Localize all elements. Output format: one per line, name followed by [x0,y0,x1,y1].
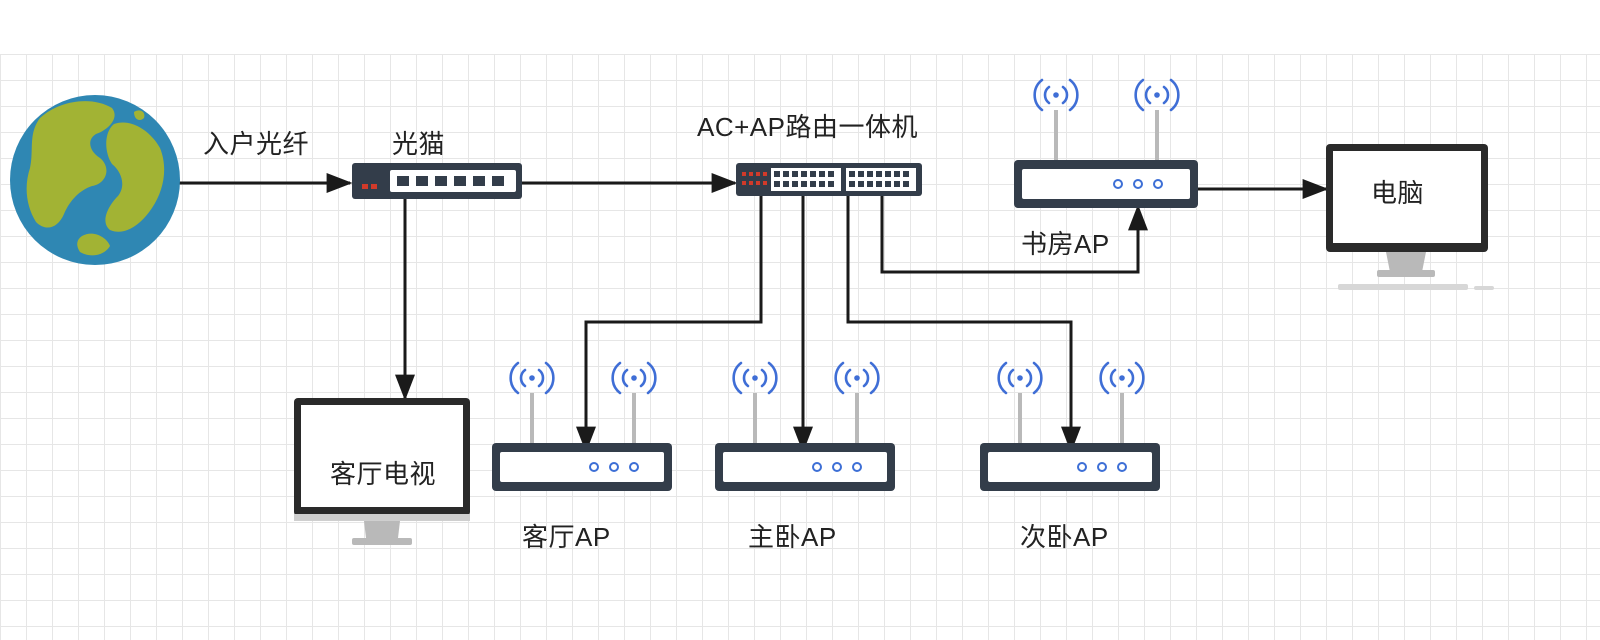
computer-monitor-icon [1326,144,1494,290]
top-blank-band [0,0,1600,54]
globe-icon [10,95,180,265]
study-ap-device [1014,78,1198,208]
wireless-access-point-icon [980,361,1160,491]
wifi-signal-icon [509,361,657,395]
connectors [178,173,1329,453]
computer-label: 电脑 [1371,178,1425,208]
wireless-access-point-icon [715,361,895,491]
master-ap-label: 主卧AP [748,522,837,552]
switch-router-icon [736,163,922,196]
wireless-access-point-icon [1014,78,1198,208]
connector-router-to-living-ap [576,195,763,453]
router-label: AC+AP路由一体机 [697,112,918,142]
second-ap-label: 次卧AP [1020,522,1109,552]
connector-router-to-second-ap [846,195,1081,453]
fiber-label: 入户光纤 [203,129,310,159]
master-bedroom-ap-device [715,361,895,491]
wifi-signal-icon [732,361,880,395]
wifi-signal-icon [997,361,1145,395]
wifi-signal-icon [1033,78,1180,112]
living-tv-label: 客厅电视 [330,459,437,489]
living-ap-label: 客厅AP [522,522,611,552]
tv-monitor-icon [294,398,470,545]
optical-modem-icon [352,163,522,199]
study-ap-label: 书房AP [1021,229,1110,259]
connector-router-to-study-ap [880,195,1148,274]
living-room-ap-device [492,361,672,491]
second-bedroom-ap-device [980,361,1160,491]
wireless-access-point-icon [492,361,672,491]
modem-label: 光猫 [392,129,446,159]
